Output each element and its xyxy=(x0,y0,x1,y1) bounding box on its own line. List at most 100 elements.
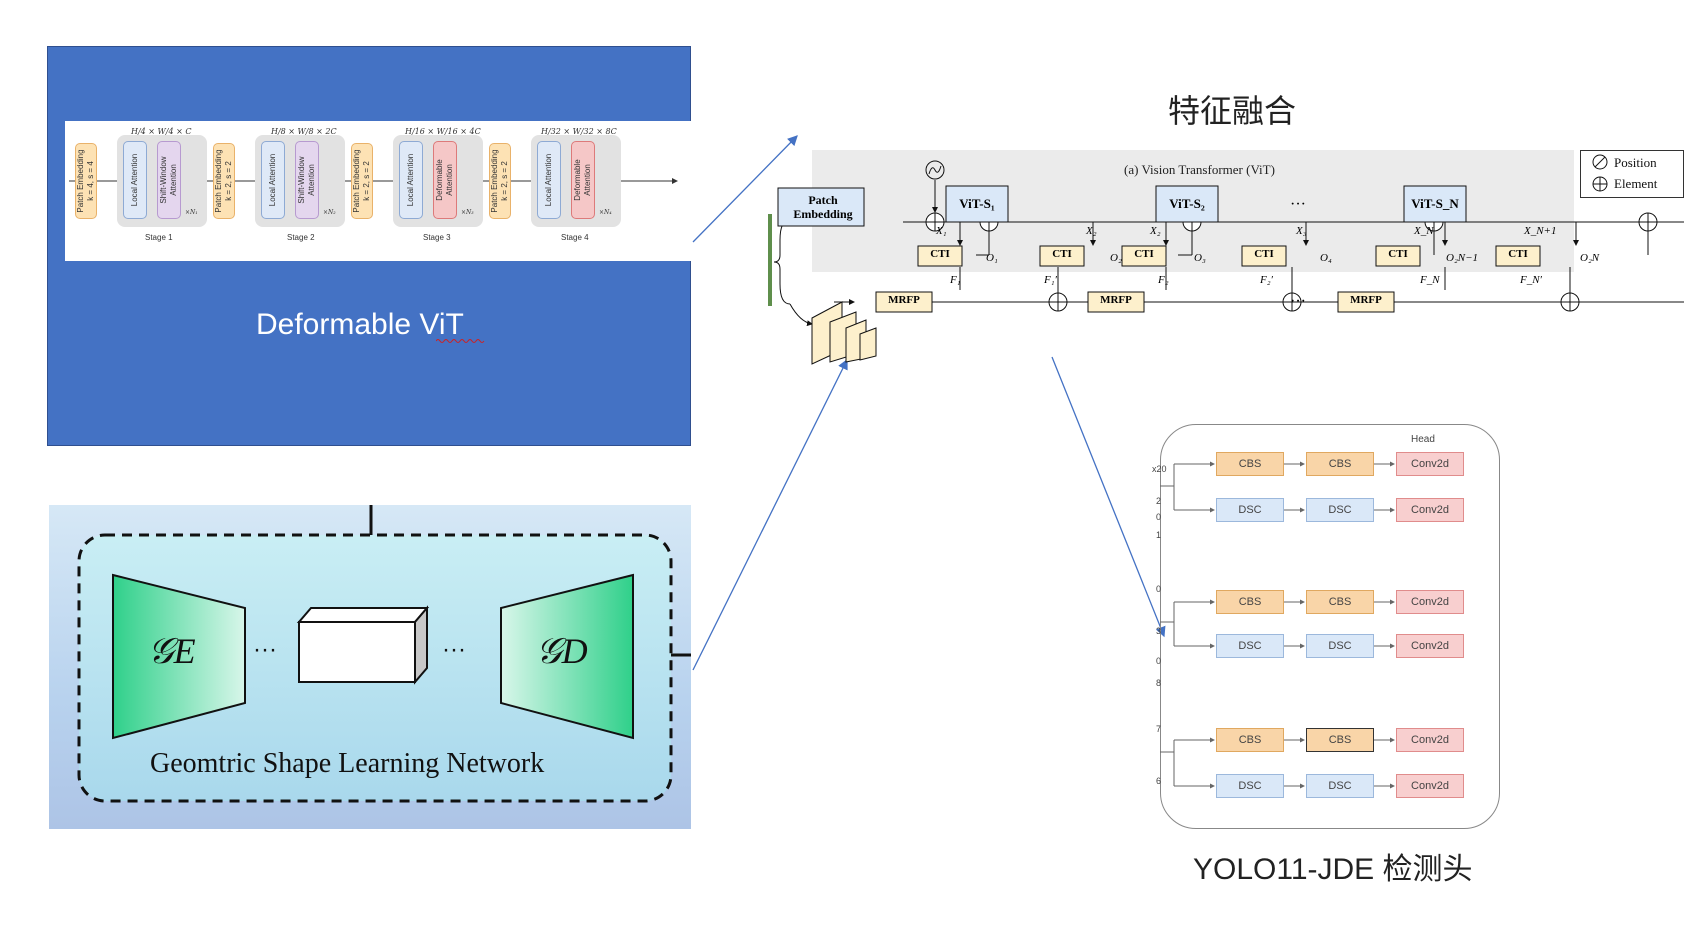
yolo-head-frame xyxy=(1160,424,1500,829)
yolo-row1-cbs-1: CBS xyxy=(1216,452,1284,476)
label-o4: O₄ xyxy=(1320,252,1332,264)
yolo-row1-conv2d: Conv2d xyxy=(1396,452,1464,476)
yolo-row6-dsc-1: DSC xyxy=(1216,774,1284,798)
yolo-row5-cbs-1: CBS xyxy=(1216,728,1284,752)
yolo-row6-dsc-2: DSC xyxy=(1306,774,1374,798)
stage1-repeat: ×N₁ xyxy=(185,209,198,216)
stage4-name: Stage 4 xyxy=(561,233,589,242)
label-x2b: X₂ xyxy=(1150,225,1161,237)
label-o3: O₃ xyxy=(1194,252,1206,264)
stage3-name: Stage 3 xyxy=(423,233,451,242)
yolo-mark-1: 2 xyxy=(1156,496,1162,506)
mrfp-2: MRFP xyxy=(1100,294,1132,306)
stage2-repeat: ×N₂ xyxy=(323,209,336,216)
yolo-mark-2: 0 xyxy=(1156,512,1162,522)
label-f2p: F₂′ xyxy=(1260,274,1273,286)
label-x3: X₃ xyxy=(1296,225,1307,237)
label-x1: X₁ xyxy=(936,225,947,237)
vit-block-1: ViT-S₁ xyxy=(959,196,995,211)
label-x2: X₂ xyxy=(1086,225,1097,237)
yolo-row2-dsc-1: DSC xyxy=(1216,498,1284,522)
stage1-attention: Shift-Window Attention xyxy=(157,141,181,219)
decoder-trapezoid xyxy=(500,573,634,740)
stage3-local-attention: Local Attention xyxy=(399,141,423,219)
stage1-dims: H/4 × W/4 × C xyxy=(131,127,192,136)
encoder-trapezoid xyxy=(112,573,246,740)
geometric-label: Geomtric Shape Learning Network xyxy=(150,748,545,779)
yolo-mark-3: 1 xyxy=(1156,530,1162,540)
yolo-row4-conv2d: Conv2d xyxy=(1396,634,1464,658)
stage4-dims: H/32 × W/32 × 8C xyxy=(541,127,617,136)
latent-cube xyxy=(298,621,416,683)
stage4-repeat: ×N₄ xyxy=(599,209,612,216)
stage3-dims: H/16 × W/16 × 4C xyxy=(405,127,481,136)
yolo-row1-cbs-2: CBS xyxy=(1306,452,1374,476)
yolo-row6-conv2d: Conv2d xyxy=(1396,774,1464,798)
label-o2n-1: O₂N−1 xyxy=(1446,252,1479,264)
label-xn: X_N xyxy=(1414,225,1434,237)
yolo-title: YOLO11-JDE 检测头 xyxy=(1193,853,1473,886)
yolo-row4-dsc-1: DSC xyxy=(1216,634,1284,658)
yolo-row5-conv2d: Conv2d xyxy=(1396,728,1464,752)
yolo-row2-conv2d: Conv2d xyxy=(1396,498,1464,522)
vit-title: (a) Vision Transformer (ViT) xyxy=(1124,162,1275,177)
label-xn1: X_N+1 xyxy=(1524,225,1557,237)
vit-block-n: ViT-S_N xyxy=(1411,196,1459,211)
legend-element: Element xyxy=(1614,176,1658,191)
geometric-network-diagram xyxy=(77,505,691,803)
yolo-row3-conv2d: Conv2d xyxy=(1396,590,1464,614)
stage3-repeat: ×N₃ xyxy=(461,209,474,216)
vit-adapter-diagram xyxy=(768,154,1684,365)
mrfp-1: MRFP xyxy=(888,294,920,306)
yolo-row3-cbs-1: CBS xyxy=(1216,590,1284,614)
ellipsis-right: ··· xyxy=(442,636,466,663)
yolo-mark-7: 8 xyxy=(1156,678,1162,688)
yolo-mark-4: 0 xyxy=(1156,584,1162,594)
label-o1: O₁ xyxy=(986,252,998,264)
stage2-name: Stage 2 xyxy=(287,233,315,242)
stage2-attention: Shift-Window Attention xyxy=(295,141,319,219)
label-o2: O₂ xyxy=(1110,252,1122,264)
ellipsis-left: ··· xyxy=(253,636,277,663)
yolo-mark-8: 7 xyxy=(1156,724,1162,734)
yolo-mark-0: x20 xyxy=(1152,464,1167,474)
stage4-attention: Deformable Attention xyxy=(571,141,595,219)
ellipsis-bottom: ··· xyxy=(1290,293,1306,310)
cti-2: CTI xyxy=(1052,248,1072,260)
yolo-row4-dsc-2: DSC xyxy=(1306,634,1374,658)
yolo-connections xyxy=(1160,461,1395,789)
yolo-row3-cbs-2: CBS xyxy=(1306,590,1374,614)
legend-position: Position xyxy=(1614,155,1657,170)
patch-embedding-block: Patch Embedding xyxy=(793,193,853,221)
yolo-mark-5: 0 xyxy=(1156,656,1162,666)
yolo-row5-cbs-2: CBS xyxy=(1306,728,1374,752)
yolo-mark-6: 3 xyxy=(1156,626,1162,636)
cti-4: CTI xyxy=(1254,248,1274,260)
stage1-name: Stage 1 xyxy=(145,233,173,242)
stage3-attention: Deformable Attention xyxy=(433,141,457,219)
cti-3: CTI xyxy=(1134,248,1154,260)
cti-5: CTI xyxy=(1388,248,1408,260)
fusion-title: 特征融合 xyxy=(1168,93,1297,129)
stage1-local-attention: Local Attention xyxy=(123,141,147,219)
label-fnp: F_N′ xyxy=(1520,274,1542,286)
stage2-local-attention: Local Attention xyxy=(261,141,285,219)
deformable-vit-label: Deformable ViT xyxy=(256,308,464,341)
yolo-mark-9: 6 xyxy=(1156,776,1162,786)
decoder-symbol: 𝒢D xyxy=(536,631,588,671)
cti-6: CTI xyxy=(1508,248,1528,260)
yolo-head-label: Head xyxy=(1411,434,1435,445)
spellcheck-underline xyxy=(436,339,485,343)
stage4-local-attention: Local Attention xyxy=(537,141,561,219)
label-o2n: O₂N xyxy=(1580,252,1600,264)
label-f2: F₂ xyxy=(1158,274,1169,286)
yolo-row2-dsc-2: DSC xyxy=(1306,498,1374,522)
cti-1: CTI xyxy=(930,248,950,260)
label-f1: F₁ xyxy=(950,274,961,286)
